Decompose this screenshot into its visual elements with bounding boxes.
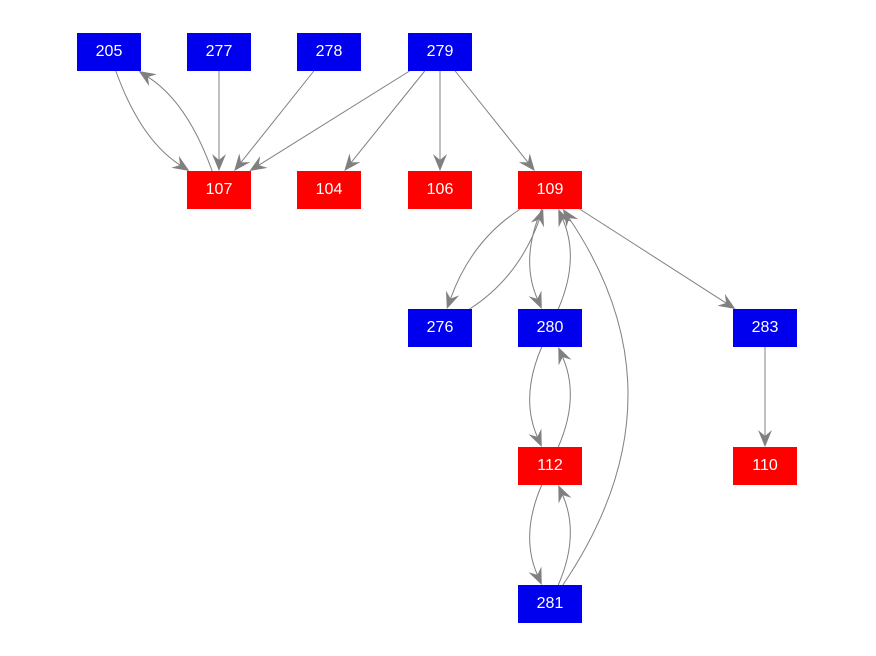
node-276[interactable]: 276 xyxy=(408,309,472,347)
edge-line xyxy=(529,346,543,438)
edge-279-to-106 xyxy=(433,71,447,171)
arrowhead-icon xyxy=(138,71,157,87)
arrowhead-icon xyxy=(717,293,736,309)
edge-280-to-109 xyxy=(557,209,572,310)
node-281[interactable]: 281 xyxy=(518,585,582,623)
arrowhead-icon xyxy=(528,428,542,447)
arrowhead-icon xyxy=(530,209,545,228)
edge-279-to-107 xyxy=(249,70,410,171)
arrowhead-icon xyxy=(558,347,572,366)
arrowhead-icon xyxy=(758,430,772,447)
arrowhead-icon xyxy=(518,153,535,171)
edge-line xyxy=(240,70,315,163)
node-104[interactable]: 104 xyxy=(297,171,361,209)
edge-line xyxy=(557,356,571,448)
arrowhead-icon xyxy=(433,154,447,171)
node-280[interactable]: 280 xyxy=(518,309,582,347)
edge-line xyxy=(579,208,727,304)
edge-279-to-109 xyxy=(454,70,535,171)
edge-line xyxy=(350,70,426,163)
node-277[interactable]: 277 xyxy=(187,33,251,71)
edge-line xyxy=(529,208,543,300)
edge-line xyxy=(147,76,213,172)
arrowhead-icon xyxy=(171,155,190,171)
edge-278-to-107 xyxy=(234,70,315,171)
node-283[interactable]: 283 xyxy=(733,309,797,347)
edge-112-to-281 xyxy=(528,484,543,585)
edge-276-to-109 xyxy=(469,209,545,310)
node-205[interactable]: 205 xyxy=(77,33,141,71)
edge-line xyxy=(557,494,571,586)
edge-line xyxy=(562,217,629,586)
arrowhead-icon xyxy=(234,153,251,171)
edge-283-to-110 xyxy=(758,346,772,447)
edge-line xyxy=(529,484,543,576)
edge-205-to-107 xyxy=(115,70,190,171)
arrowhead-icon xyxy=(249,156,268,171)
edge-line xyxy=(557,218,571,310)
node-106[interactable]: 106 xyxy=(408,171,472,209)
edge-279-to-104 xyxy=(344,70,426,171)
edge-277-to-107 xyxy=(212,70,226,171)
arrowhead-icon xyxy=(558,485,572,504)
node-112[interactable]: 112 xyxy=(518,447,582,485)
edge-109-to-276 xyxy=(445,208,521,309)
node-110[interactable]: 110 xyxy=(733,447,797,485)
edge-107-to-205 xyxy=(138,71,213,172)
arrowhead-icon xyxy=(212,154,226,171)
edge-line xyxy=(450,208,521,299)
edge-109-to-283 xyxy=(579,208,736,309)
edge-281-to-109 xyxy=(562,209,629,586)
edge-line xyxy=(258,70,410,166)
edge-line xyxy=(469,219,540,310)
node-109[interactable]: 109 xyxy=(518,171,582,209)
edge-line xyxy=(454,70,529,163)
node-107[interactable]: 107 xyxy=(187,171,251,209)
node-279[interactable]: 279 xyxy=(408,33,472,71)
edge-112-to-280 xyxy=(557,347,572,448)
arrowhead-icon xyxy=(562,209,579,228)
edge-109-to-280 xyxy=(528,208,543,309)
edge-280-to-112 xyxy=(528,346,543,447)
edge-281-to-112 xyxy=(557,485,572,586)
arrowhead-icon xyxy=(528,566,542,585)
arrowhead-icon xyxy=(344,153,361,171)
node-278[interactable]: 278 xyxy=(297,33,361,71)
arrowhead-icon xyxy=(528,290,542,309)
edge-line xyxy=(115,70,181,166)
arrowhead-icon xyxy=(445,290,460,309)
